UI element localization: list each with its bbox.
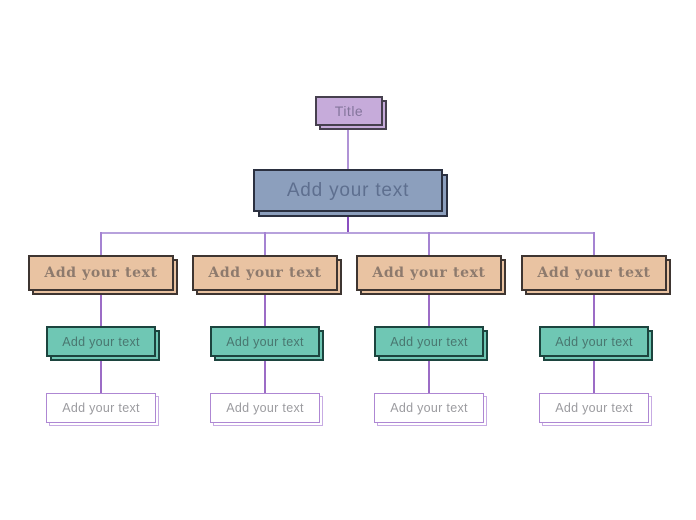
sub-node-3[interactable]: Add your text [374, 326, 484, 357]
connector-drop-1 [100, 232, 102, 255]
connector-sub-leaf-3 [428, 357, 430, 393]
sub-node-1[interactable]: Add your text [46, 326, 156, 357]
title-node[interactable]: Title [315, 96, 383, 126]
connector-sub-leaf-4 [593, 357, 595, 393]
branch-node-1[interactable]: Add your text [28, 255, 174, 291]
connector-branch-sub-4 [593, 291, 595, 326]
connector-title-root [347, 126, 349, 169]
connector-root-stub [347, 212, 349, 234]
connector-branch-sub-1 [100, 291, 102, 326]
connector-branch-sub-2 [264, 291, 266, 326]
leaf-node-3[interactable]: Add your text [374, 393, 484, 423]
sub-node-2[interactable]: Add your text [210, 326, 320, 357]
leaf-node-1[interactable]: Add your text [46, 393, 156, 423]
leaf-node-4[interactable]: Add your text [539, 393, 649, 423]
branch-node-2[interactable]: Add your text [192, 255, 338, 291]
connector-drop-4 [593, 232, 595, 255]
sub-node-4[interactable]: Add your text [539, 326, 649, 357]
connector-horizontal-rail [100, 232, 595, 234]
branch-node-4[interactable]: Add your text [521, 255, 667, 291]
connector-drop-3 [428, 232, 430, 255]
connector-sub-leaf-1 [100, 357, 102, 393]
branch-node-3[interactable]: Add your text [356, 255, 502, 291]
connector-sub-leaf-2 [264, 357, 266, 393]
connector-branch-sub-3 [428, 291, 430, 326]
connector-drop-2 [264, 232, 266, 255]
leaf-node-2[interactable]: Add your text [210, 393, 320, 423]
root-node[interactable]: Add your text [253, 169, 443, 212]
